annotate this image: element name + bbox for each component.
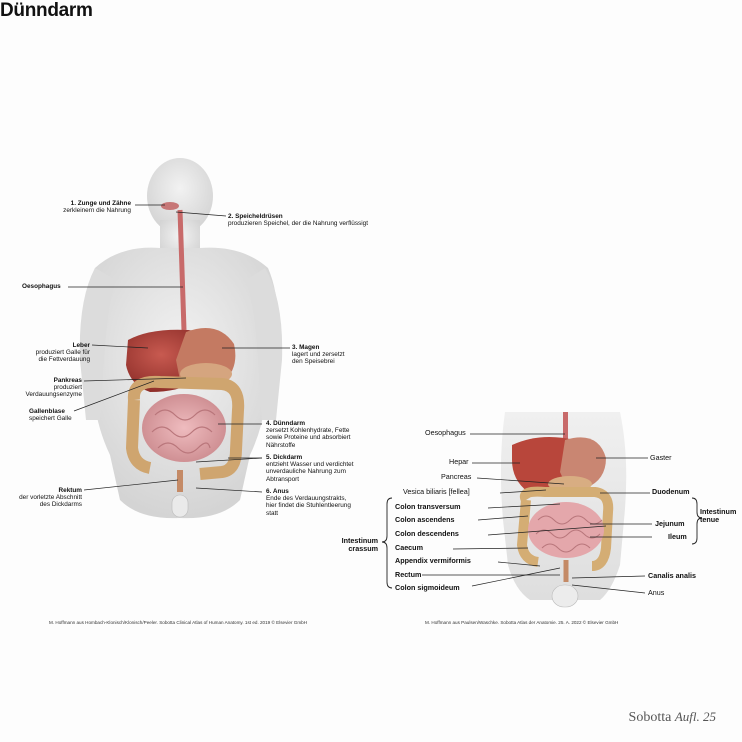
label-duenndarm-name: 4. Dünndarm — [266, 420, 306, 427]
right-leader-lines — [422, 433, 652, 594]
left-colon — [127, 375, 245, 480]
label-oesophagus-right: Oesophagus — [425, 428, 466, 437]
brand-name: Sobotta — [628, 710, 672, 725]
label-magen-name: 3. Magen — [292, 344, 320, 351]
label-leber-desc-2: die Fettverdauung — [38, 356, 90, 364]
label-duenndarm-desc-3: Nährstoffe — [266, 441, 296, 449]
label-speichel-name: 2. Speicheldrüsen — [228, 213, 283, 220]
label-zunge-desc: zerkleinern die Nahrung — [63, 207, 131, 215]
label-colon-transversum: Colon transversum — [395, 502, 461, 511]
label-leber: Leber produziert Galle für die Fettverda… — [10, 342, 90, 364]
label-dickdarm: 5. Dickdarm entzieht Wasser und verdicht… — [266, 454, 386, 483]
left-mouth — [161, 202, 179, 210]
label-leber-name: Leber — [72, 342, 90, 349]
label-duenndarm-desc-1: zersetzt Kohlenhydrate, Fette — [266, 427, 350, 435]
label-zunge: 1. Zunge und Zähne zerkleinern die Nahru… — [40, 200, 131, 214]
right-colon — [519, 486, 614, 571]
label-duenndarm: 4. Dünndarm zersetzt Kohlenhydrate, Fett… — [266, 420, 386, 449]
label-rectum: Rectum — [395, 570, 422, 579]
label-leber-desc-1: produziert Galle für — [35, 349, 90, 357]
label-anus-right: Anus — [648, 588, 665, 597]
label-oesophagus-left: Oesophagus — [22, 283, 61, 290]
sobotta-brand: Sobotta Aufl. 25 — [629, 709, 716, 726]
label-appendix: Appendix vermiformis — [395, 556, 471, 565]
right-stomach — [560, 437, 606, 488]
label-gallenblase-name: Gallenblase — [29, 408, 65, 415]
label-intestinum-tenue-2: tenue — [700, 515, 720, 524]
label-colon-sigmoideum: Colon sigmoideum — [395, 583, 460, 592]
label-oesophagus-name: Oesophagus — [22, 283, 61, 290]
label-jejunum: Jejunum — [655, 519, 685, 528]
intestinum-tenue-bracket — [691, 497, 703, 545]
left-leader-lines — [68, 204, 290, 493]
label-rektum: Rektum der vorletzte Abschnitt des Dickd… — [0, 487, 82, 509]
right-small-intestine — [528, 502, 604, 558]
label-speicheldruesen: 2. Speicheldrüsen produzieren Speichel, … — [228, 213, 388, 227]
label-dickdarm-desc-1: entzieht Wasser und verdichtet — [266, 461, 354, 469]
label-rektum-name: Rektum — [58, 487, 82, 494]
label-rektum-desc-1: der vorletzte Abschnitt — [19, 494, 82, 502]
left-figure-credit: M. Hoffmann aus Hombach-Klonisch/Klonisc… — [49, 620, 308, 625]
label-rektum-desc-2: des Dickdarms — [39, 501, 82, 509]
label-intestinum-crassum-2: crassum — [348, 544, 378, 553]
label-anus-desc-1: Ende des Verdauungstrakts, — [266, 495, 347, 503]
label-intestinum-tenue: Intestinum tenue — [700, 508, 736, 524]
label-anus-desc-3: statt — [266, 509, 279, 517]
label-intestinum-crassum: Intestinum crassum — [330, 537, 378, 553]
label-pancreas: Pancreas — [441, 472, 472, 481]
label-pankreas-desc-2: Verdauungsenzyme — [25, 391, 83, 399]
page-title: Dünndarm — [0, 0, 93, 21]
label-duenndarm-desc-2: sowie Proteine und absorbiert — [266, 434, 351, 442]
label-magen-desc-2: den Speisebrei — [292, 358, 335, 366]
label-pankreas-name: Pankreas — [53, 377, 82, 384]
right-esophagus — [563, 412, 568, 446]
label-gallenblase-desc: speichert Galle — [29, 415, 72, 423]
left-small-intestine — [142, 394, 226, 462]
label-hepar: Hepar — [449, 457, 469, 466]
label-gallenblase: Gallenblase speichert Galle — [29, 408, 109, 422]
label-magen: 3. Magen lagert und zersetzt den Speiseb… — [292, 344, 372, 366]
label-anus-left: 6. Anus Ende des Verdauungstrakts, hier … — [266, 488, 386, 517]
label-anus-name: 6. Anus — [266, 488, 289, 495]
right-figure-credit: M. Hoffmann aus Paulsen/Waschke. Sobotta… — [425, 620, 619, 625]
brand-edition: Aufl. 25 — [674, 709, 716, 724]
label-colon-descendens: Colon descendens — [395, 529, 459, 538]
label-vesica-biliaris: Vesica biliaris [fellea] — [403, 487, 470, 496]
label-caecum: Caecum — [395, 543, 423, 552]
intestinum-crassum-bracket — [381, 497, 393, 589]
label-intestinum-crassum-1: Intestinum — [341, 536, 378, 545]
left-esophagus — [177, 209, 187, 331]
label-ileum: Ileum — [668, 532, 687, 541]
label-colon-ascendens: Colon ascendens — [395, 515, 455, 524]
label-pankreas: Pankreas produziert Verdauungsenzyme — [10, 377, 83, 399]
label-speichel-desc: produzieren Speichel, der die Nahrung ve… — [228, 220, 368, 228]
label-gaster: Gaster — [650, 453, 672, 462]
label-pankreas-desc-1: produziert — [53, 384, 82, 392]
label-magen-desc-1: lagert und zersetzt — [292, 351, 345, 359]
label-canalis-analis: Canalis analis — [648, 571, 696, 580]
label-intestinum-tenue-1: Intestinum — [700, 507, 737, 516]
label-dickdarm-desc-2: unverdauliche Nahrung zum — [266, 468, 346, 476]
label-anus-desc-2: hier findet die Stuhlentleerung — [266, 502, 351, 510]
label-dickdarm-name: 5. Dickdarm — [266, 454, 303, 461]
label-dickdarm-desc-3: Abtransport — [266, 475, 300, 483]
label-zunge-name: 1. Zunge und Zähne — [70, 200, 131, 207]
label-duodenum: Duodenum — [652, 487, 690, 496]
